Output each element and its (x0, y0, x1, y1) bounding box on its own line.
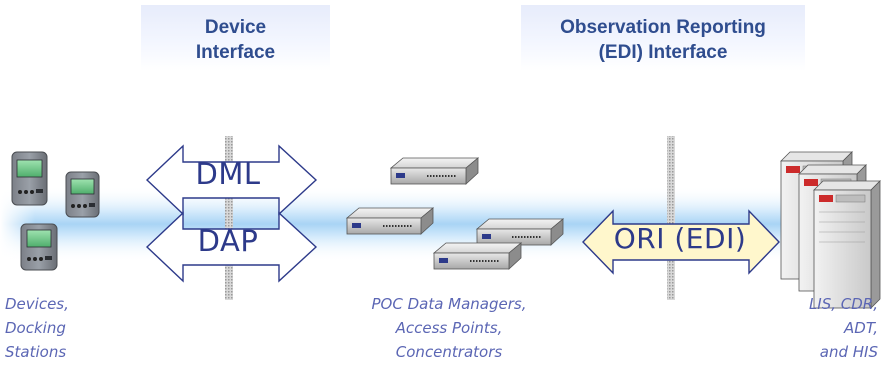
poc-caption-line-1: POC Data Managers, (371, 295, 527, 313)
device-handheld-3 (20, 223, 58, 271)
device-handheld-1 (11, 151, 48, 206)
server-tower-3 (813, 180, 881, 309)
devices-caption-line-2: Docking (5, 319, 66, 337)
poc-unit-2 (475, 218, 565, 246)
observation-reporting-title-line-2: (EDI) Interface (598, 42, 728, 63)
lis-caption: LIS, CDR, ADT, and HIS (772, 292, 878, 364)
dml-arrow (145, 144, 318, 216)
poc-unit-1 (389, 157, 480, 185)
poc-unit-3 (345, 207, 435, 235)
poc-caption-line-2: Access Points, (395, 319, 503, 337)
poc-caption: POC Data Managers, Access Points, Concen… (324, 292, 574, 364)
device-handheld-2 (65, 171, 100, 218)
poc-caption-line-3: Concentrators (395, 343, 503, 361)
dap-label: DAP (197, 224, 259, 258)
device-interface-title-line-2: Interface (195, 42, 276, 63)
device-interface-title-line-1: Device (204, 17, 267, 38)
devices-caption-line-3: Stations (5, 343, 67, 361)
observation-reporting-title-line-1: Observation Reporting (560, 17, 766, 38)
poc-unit-4 (432, 242, 523, 270)
dml-label: DML (195, 157, 261, 191)
devices-caption-line-1: Devices, (5, 295, 69, 313)
edi-interface-boundary (667, 136, 675, 300)
ori-edi-label: ORI (EDI) (613, 222, 747, 255)
device-interface-boundary (225, 136, 233, 300)
lis-caption-line-1: LIS, CDR, (808, 295, 878, 313)
devices-caption: Devices, Docking Stations (5, 292, 125, 364)
dap-arrow (145, 211, 318, 283)
lis-caption-line-2: ADT, (844, 319, 878, 337)
observation-reporting-header: Observation Reporting (EDI) Interface (521, 5, 805, 71)
ori-edi-arrow (582, 209, 780, 275)
lis-caption-line-3: and HIS (819, 343, 878, 361)
device-interface-header: Device Interface (141, 5, 330, 71)
